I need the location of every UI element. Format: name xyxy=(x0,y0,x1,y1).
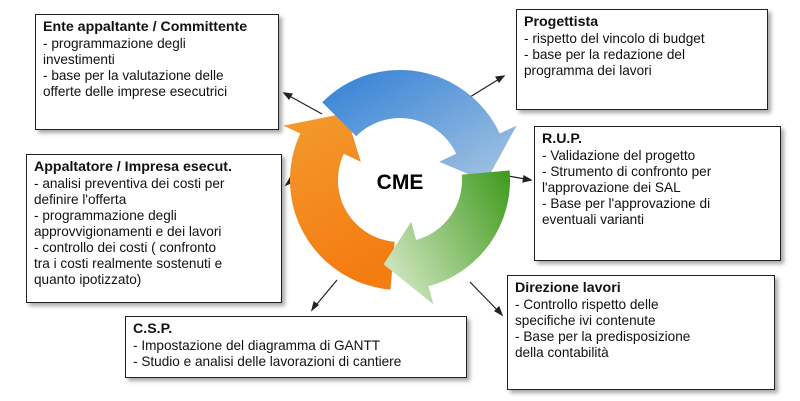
list-item: Validazione del progetto xyxy=(542,148,774,164)
list-item: programmazione degli investimenti xyxy=(43,36,272,68)
list-item: Strumento di confronto per l'approvazion… xyxy=(542,164,774,196)
list-item: Base per l'approvazione di eventuali var… xyxy=(542,196,774,228)
list-item: Base per la predisposizione della contab… xyxy=(515,329,768,361)
box-title: R.U.P. xyxy=(542,131,582,147)
arrow-to-ente xyxy=(282,92,323,115)
arrow-to-appaltatore xyxy=(284,173,302,187)
center-label-cme: CME xyxy=(376,171,424,194)
box-title: Ente appaltante / Committente xyxy=(43,19,248,35)
list-item: Studio e analisi delle lavorazioni di ca… xyxy=(133,354,460,370)
arrow-to-rup xyxy=(507,175,533,183)
box-progettista: Progettista rispetto del vincolo di budg… xyxy=(516,9,768,110)
box-direzione-lavori: Direzione lavori Controllo rispetto dell… xyxy=(507,275,775,390)
list-item: controllo dei costi ( confronto tra i co… xyxy=(34,240,275,288)
box-appaltatore: Appaltatore / Impresa esecut. analisi pr… xyxy=(26,154,282,303)
cycle-arrow-blue xyxy=(322,69,517,182)
list-item: base per la valutazione delle offerte de… xyxy=(43,68,272,100)
box-title: Progettista xyxy=(524,14,599,30)
arrow-to-csp xyxy=(310,279,338,312)
list-item: analisi preventiva dei costi per definir… xyxy=(34,176,275,208)
box-title: C.S.P. xyxy=(133,321,173,337)
list-item: base per la redazione del programma dei … xyxy=(524,47,761,79)
box-title: Direzione lavori xyxy=(515,280,621,296)
box-ente-appaltante: Ente appaltante / Committente programmaz… xyxy=(35,14,279,130)
box-title: Appaltatore / Impresa esecut. xyxy=(34,159,232,175)
connector-arrows xyxy=(282,75,533,317)
box-csp: C.S.P. Impostazione del diagramma di GAN… xyxy=(125,316,467,378)
box-rup: R.U.P. Validazione del progetto Strument… xyxy=(534,126,781,261)
arrow-to-dl xyxy=(469,281,504,317)
list-item: Controllo rispetto delle specifiche ivi … xyxy=(515,297,768,329)
arrow-to-progettista xyxy=(469,75,506,98)
list-item: programmazione degli approvvigionamenti … xyxy=(34,208,275,240)
list-item: Impostazione del diagramma di GANTT xyxy=(133,338,460,354)
list-item: rispetto del vincolo di budget xyxy=(524,31,761,47)
cycle-arrow-orange xyxy=(283,113,395,290)
